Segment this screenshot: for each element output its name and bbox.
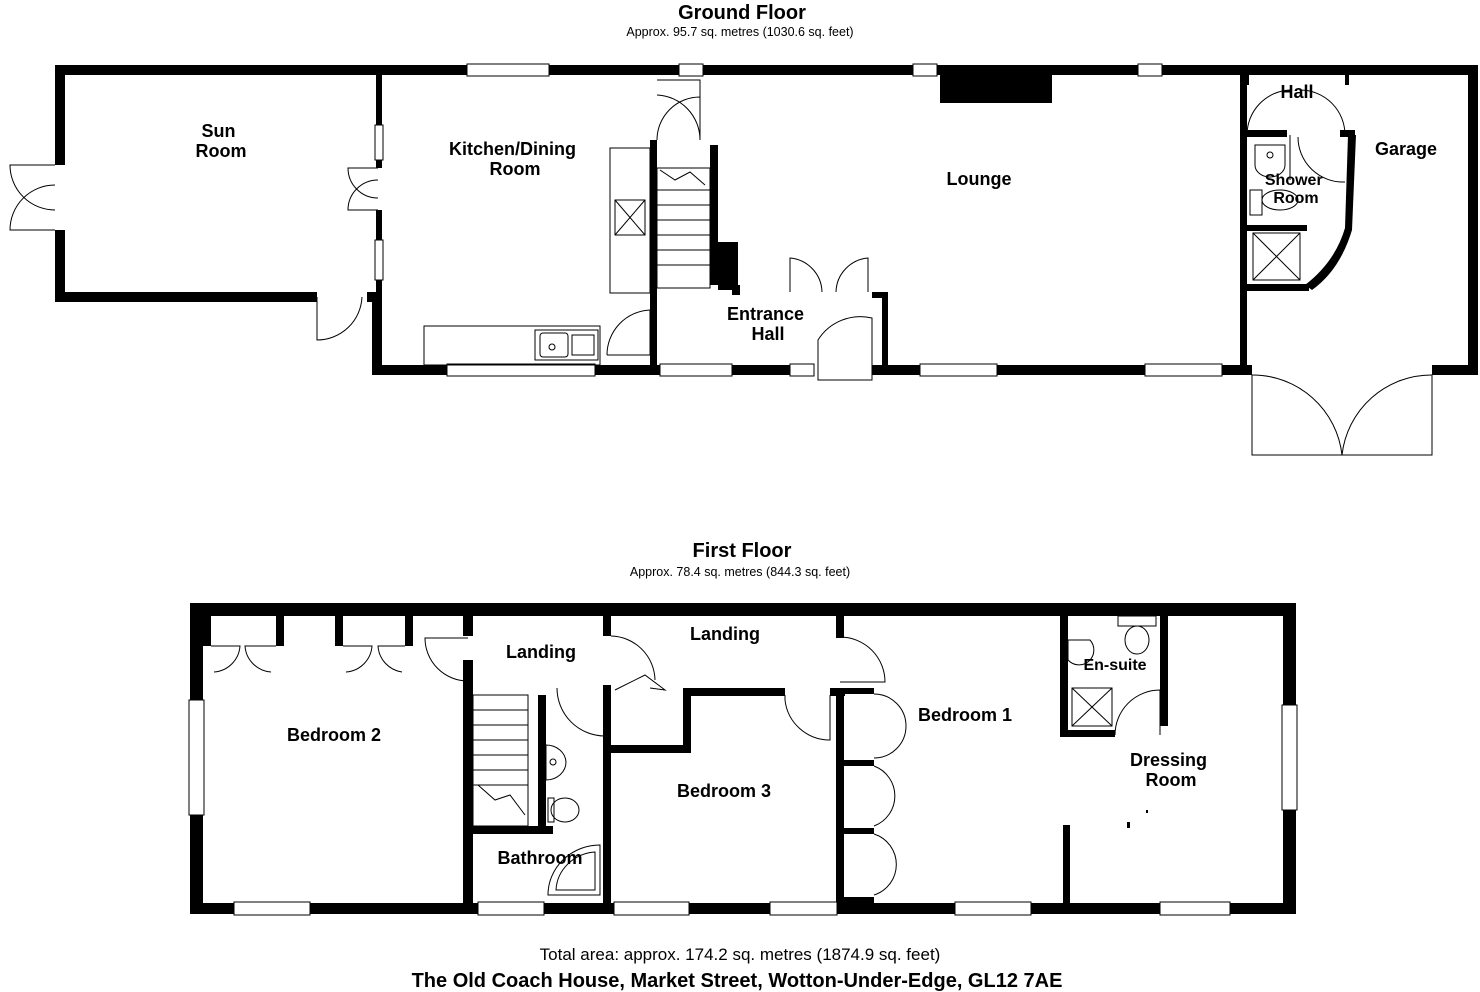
label-lounge: Lounge xyxy=(947,169,1012,189)
label-bathroom: Bathroom xyxy=(498,848,583,868)
label-sun-room: Sun Room xyxy=(196,121,247,161)
ground-floor-room-labels: Sun Room Kitchen/Dining Room Lounge Hall… xyxy=(196,82,1438,344)
first-floor-fittings xyxy=(472,615,1157,896)
label-bedroom-2: Bedroom 2 xyxy=(287,725,381,745)
label-landing-left: Landing xyxy=(506,642,576,662)
first-floor-room-labels: Landing Landing Bedroom 2 Bedroom 3 Bedr… xyxy=(287,624,1212,868)
ground-floor-walls xyxy=(55,65,1478,375)
label-hall: Hall xyxy=(1280,82,1313,102)
first-floor-area: Approx. 78.4 sq. metres (844.3 sq. feet) xyxy=(630,565,850,579)
ground-floor-fittings xyxy=(423,144,1301,366)
ground-floor-plan: Ground Floor Approx. 95.7 sq. metres (10… xyxy=(9,2,1478,456)
total-area: Total area: approx. 174.2 sq. metres (18… xyxy=(540,945,941,964)
label-bedroom-3: Bedroom 3 xyxy=(677,781,771,801)
label-kitchen-dining-room: Kitchen/Dining Room xyxy=(449,139,581,179)
label-en-suite: En-suite xyxy=(1083,657,1146,674)
label-garage: Garage xyxy=(1375,139,1437,159)
first-floor-walls xyxy=(190,603,1296,914)
ground-floor-windows xyxy=(374,63,1223,377)
first-floor-windows xyxy=(188,699,1298,916)
label-dressing-room: Dressing Room xyxy=(1130,750,1212,790)
ground-floor-doors xyxy=(9,79,1433,456)
label-bedroom-1: Bedroom 1 xyxy=(918,705,1012,725)
first-floor-title: First Floor xyxy=(693,540,792,562)
label-landing-right: Landing xyxy=(690,624,760,644)
ground-floor-title: Ground Floor xyxy=(678,2,806,24)
first-floor-doors xyxy=(211,635,1161,896)
property-address: The Old Coach House, Market Street, Wott… xyxy=(412,970,1063,992)
ground-floor-area: Approx. 95.7 sq. metres (1030.6 sq. feet… xyxy=(626,25,853,39)
label-entrance-hall: Entrance Hall xyxy=(727,304,809,344)
label-shower-room: Shower Room xyxy=(1265,172,1327,207)
first-floor-plan: First Floor Approx. 78.4 sq. metres (844… xyxy=(188,540,1298,916)
